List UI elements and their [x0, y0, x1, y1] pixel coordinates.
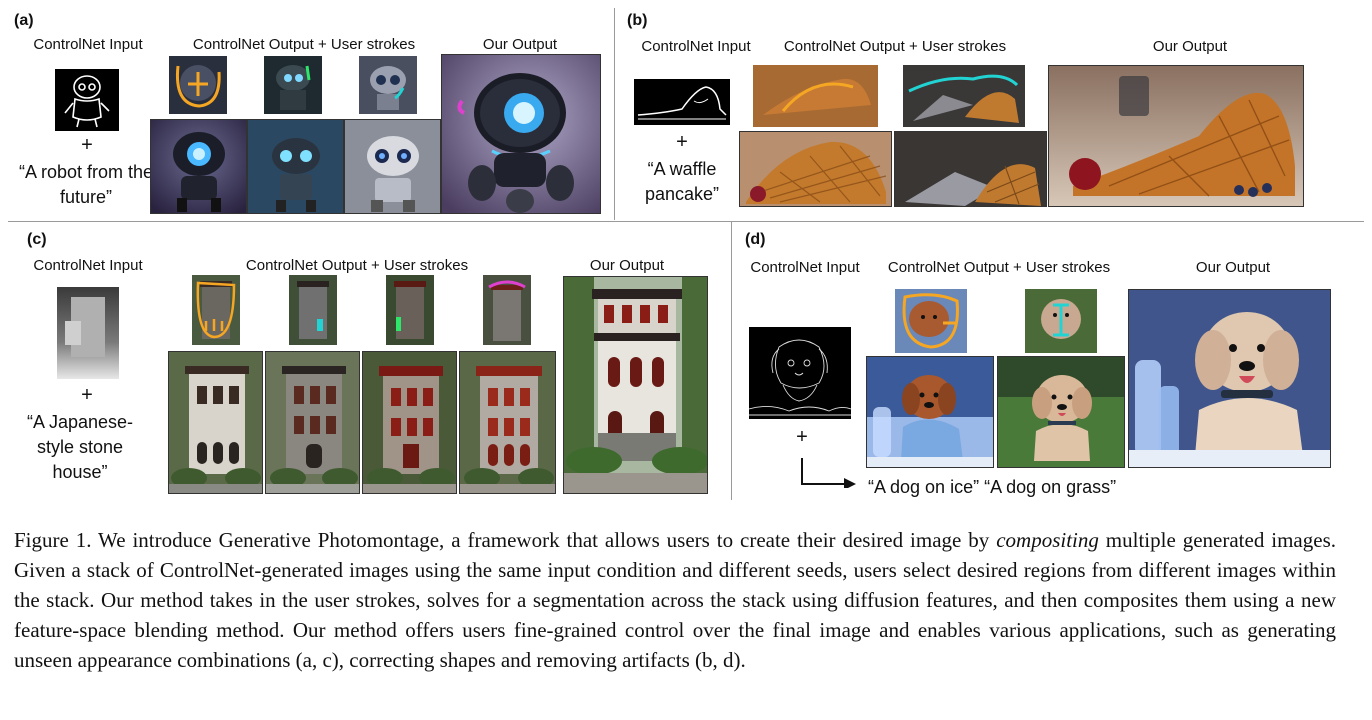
output-header: Our Output [589, 257, 665, 274]
horizontal-divider [8, 221, 1364, 222]
controlnet-input-image [57, 287, 119, 379]
stack-header: ControlNet Output + User strokes [192, 36, 416, 53]
stack-image [362, 351, 457, 494]
stack-thumbnail-with-stroke [192, 275, 240, 345]
stack-image [866, 356, 994, 468]
stack-thumbnail-with-stroke [753, 65, 878, 127]
stack-header: ControlNet Output + User strokes [783, 38, 1007, 55]
stack-thumbnail-with-stroke [1025, 289, 1097, 353]
caption-text: Figure 1. We introduce Generative Photom… [14, 528, 997, 552]
panel-label: (d) [745, 231, 766, 248]
caption-text-continued: multiple generated images. Given a stack… [14, 528, 1336, 672]
our-output-image [1048, 65, 1304, 207]
our-output-image [563, 276, 708, 494]
stack-header: ControlNet Output + User strokes [245, 257, 469, 274]
controlnet-input-image [749, 327, 851, 419]
caption-emphasis: compositing [996, 528, 1099, 552]
vertical-divider-top [614, 8, 615, 220]
prompt-text: “A robot from the future” [18, 162, 154, 207]
input-header: ControlNet Input [33, 36, 143, 53]
input-header: ControlNet Input [33, 257, 143, 274]
stack-image [997, 356, 1125, 468]
prompt-dog-on-grass: “A dog on grass” [984, 477, 1117, 497]
stack-header: ControlNet Output + User strokes [887, 259, 1111, 276]
our-output-image [441, 54, 601, 214]
stack-thumbnail-with-stroke [359, 56, 417, 114]
output-header: Our Output [1195, 259, 1271, 276]
plus-sign: + [81, 384, 93, 406]
stack-thumbnail-with-stroke [264, 56, 322, 114]
prompt-text: “A dog on ice” “A dog on grass” [868, 477, 1116, 498]
input-header: ControlNet Input [641, 38, 751, 55]
plus-sign: + [81, 134, 93, 156]
vertical-divider-bottom [731, 222, 732, 500]
stack-thumbnail-with-stroke [169, 56, 227, 114]
stack-image [150, 119, 247, 214]
plus-sign: + [676, 131, 688, 153]
stack-image [894, 131, 1047, 207]
our-output-image [1128, 289, 1331, 468]
stack-thumbnail-with-stroke [386, 275, 434, 345]
stack-image [247, 119, 344, 214]
stack-image [739, 131, 892, 207]
input-header: ControlNet Input [750, 259, 860, 276]
stack-thumbnail-with-stroke [903, 65, 1025, 127]
stack-thumbnail-with-stroke [895, 289, 967, 353]
prompt-dog-on-ice: “A dog on ice” [868, 477, 980, 497]
prompt-text: “A Japanese-style stone house” [26, 412, 134, 482]
prompt-text: “A waffle pancake” [644, 159, 720, 204]
plus-sign: + [796, 426, 808, 448]
panel-label: (a) [14, 12, 34, 29]
stack-image [344, 119, 441, 214]
output-header: Our Output [482, 36, 558, 53]
controlnet-input-image [55, 69, 119, 131]
stack-image [168, 351, 263, 494]
panel-label: (b) [627, 12, 648, 29]
panel-label: (c) [27, 231, 47, 248]
stack-thumbnail-with-stroke [289, 275, 337, 345]
stack-thumbnail-with-stroke [483, 275, 531, 345]
controlnet-input-image [634, 79, 730, 125]
output-header: Our Output [1152, 38, 1228, 55]
figure-caption: Figure 1. We introduce Generative Photom… [14, 525, 1336, 675]
stack-image [459, 351, 556, 494]
stack-image [265, 351, 360, 494]
arrow-icon [798, 456, 860, 488]
